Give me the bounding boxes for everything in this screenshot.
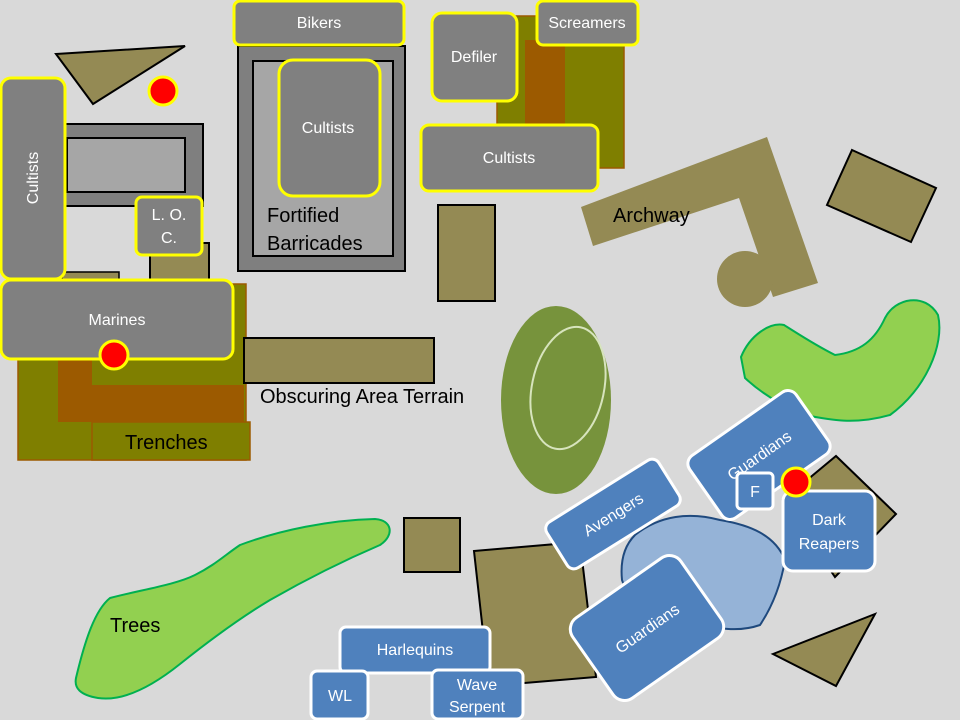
unit-f-marker-label: F bbox=[750, 484, 760, 501]
unit-defiler-label: Defiler bbox=[451, 49, 498, 66]
objective-marker-top-left[interactable] bbox=[147, 75, 179, 107]
building-left-inner bbox=[66, 137, 186, 193]
unit-harlequins-label: Harlequins bbox=[377, 642, 453, 659]
objective-marker-eldar[interactable] bbox=[780, 466, 812, 498]
unit-defiler[interactable] bbox=[430, 11, 519, 103]
label-barricades: Barricades bbox=[267, 233, 363, 255]
unit-screamers-label: Screamers bbox=[548, 15, 625, 32]
unit-guardians-bottom[interactable]: Guardians bbox=[565, 550, 729, 706]
unit-f-marker[interactable] bbox=[735, 471, 775, 511]
label-fortified: Fortified bbox=[267, 205, 339, 227]
trees-left bbox=[74, 517, 391, 700]
unit-dark-reapers-label-1: Dark bbox=[812, 512, 847, 529]
terrain-block-bottom-small bbox=[403, 517, 461, 573]
unit-cultists-centre-label: Cultists bbox=[302, 120, 354, 137]
unit-wave-serpent-label-1: Wave bbox=[457, 677, 497, 694]
objective-marker-marines[interactable] bbox=[98, 339, 130, 371]
label-obscuring: Obscuring Area Terrain bbox=[260, 386, 464, 408]
hill-oval-inner bbox=[529, 325, 607, 451]
unit-wl[interactable] bbox=[309, 669, 370, 720]
unit-marines-label: Marines bbox=[89, 312, 146, 329]
unit-bikers[interactable] bbox=[232, 0, 406, 47]
unit-cultists-right[interactable] bbox=[419, 123, 600, 193]
obscuring-terrain bbox=[243, 337, 435, 384]
unit-dark-reapers-label-2: Reapers bbox=[799, 536, 859, 553]
label-trenches: Trenches bbox=[125, 432, 208, 454]
unit-loc-label-2: C. bbox=[161, 230, 177, 247]
terrain-triangle-bottom-right bbox=[770, 612, 878, 688]
archway bbox=[581, 137, 818, 297]
unit-cultists-centre[interactable] bbox=[277, 58, 382, 198]
archway-pillar bbox=[717, 251, 773, 307]
unit-wl-label: WL bbox=[328, 688, 352, 705]
unit-bikers-label: Bikers bbox=[297, 15, 341, 32]
unit-wave-serpent-label-2: Serpent bbox=[449, 699, 506, 716]
label-trees: Trees bbox=[110, 615, 160, 637]
unit-dark-reapers[interactable] bbox=[781, 489, 877, 573]
unit-loc-label-1: L. O. bbox=[152, 207, 187, 224]
unit-harlequins[interactable] bbox=[338, 625, 492, 675]
trench-olive-bottom bbox=[91, 421, 251, 461]
terrain-block-top-right bbox=[825, 148, 938, 244]
terrain-triangle-top-left bbox=[54, 45, 186, 106]
unit-wave-serpent[interactable] bbox=[430, 668, 525, 720]
unit-screamers[interactable] bbox=[535, 0, 640, 47]
unit-avengers[interactable]: Avengers bbox=[543, 456, 684, 572]
unit-loc[interactable] bbox=[134, 195, 204, 257]
label-archway: Archway bbox=[613, 205, 690, 227]
terrain-block-centre bbox=[437, 204, 496, 302]
unit-cultists-right-label: Cultists bbox=[483, 150, 535, 167]
unit-cultists-left-label: Cultists bbox=[25, 152, 42, 204]
